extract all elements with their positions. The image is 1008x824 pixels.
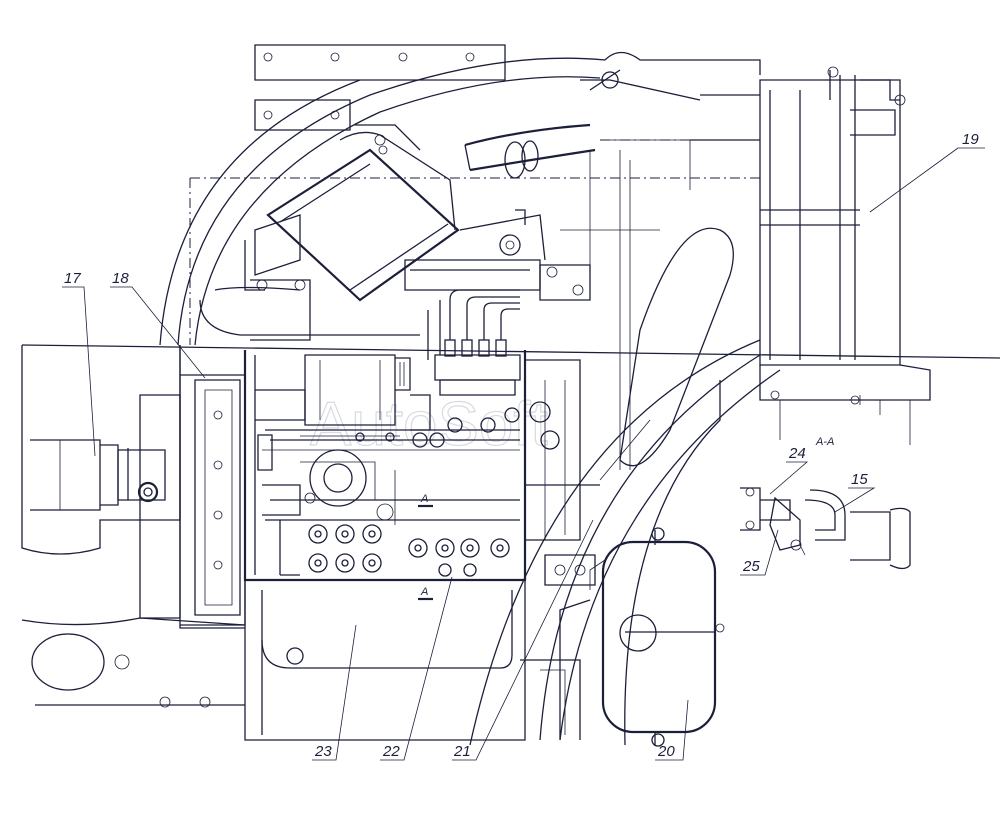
callout-19: 19 xyxy=(962,131,979,148)
engine-block xyxy=(243,289,600,741)
callout-25: 25 xyxy=(742,558,760,575)
callout-24: 24 xyxy=(788,445,806,462)
callout-21: 21 xyxy=(453,743,471,760)
upper-assembly xyxy=(159,44,761,470)
section-a-a-detail: А-А xyxy=(740,436,911,570)
section-mark-lower: А xyxy=(420,586,428,598)
section-label: А-А xyxy=(815,436,834,448)
section-mark-upper: А xyxy=(420,493,428,505)
callout-18: 18 xyxy=(112,270,129,287)
callout-23: 23 xyxy=(314,743,332,760)
chassis-frame xyxy=(21,344,1001,708)
callout-20: 20 xyxy=(657,743,675,760)
wheel-arch xyxy=(469,227,781,746)
radiator-bracket xyxy=(690,66,931,445)
tank xyxy=(589,527,725,747)
callout-22: 22 xyxy=(382,743,400,760)
callout-leaders xyxy=(62,147,985,761)
callout-17: 17 xyxy=(64,270,81,287)
callout-15: 15 xyxy=(851,471,868,488)
